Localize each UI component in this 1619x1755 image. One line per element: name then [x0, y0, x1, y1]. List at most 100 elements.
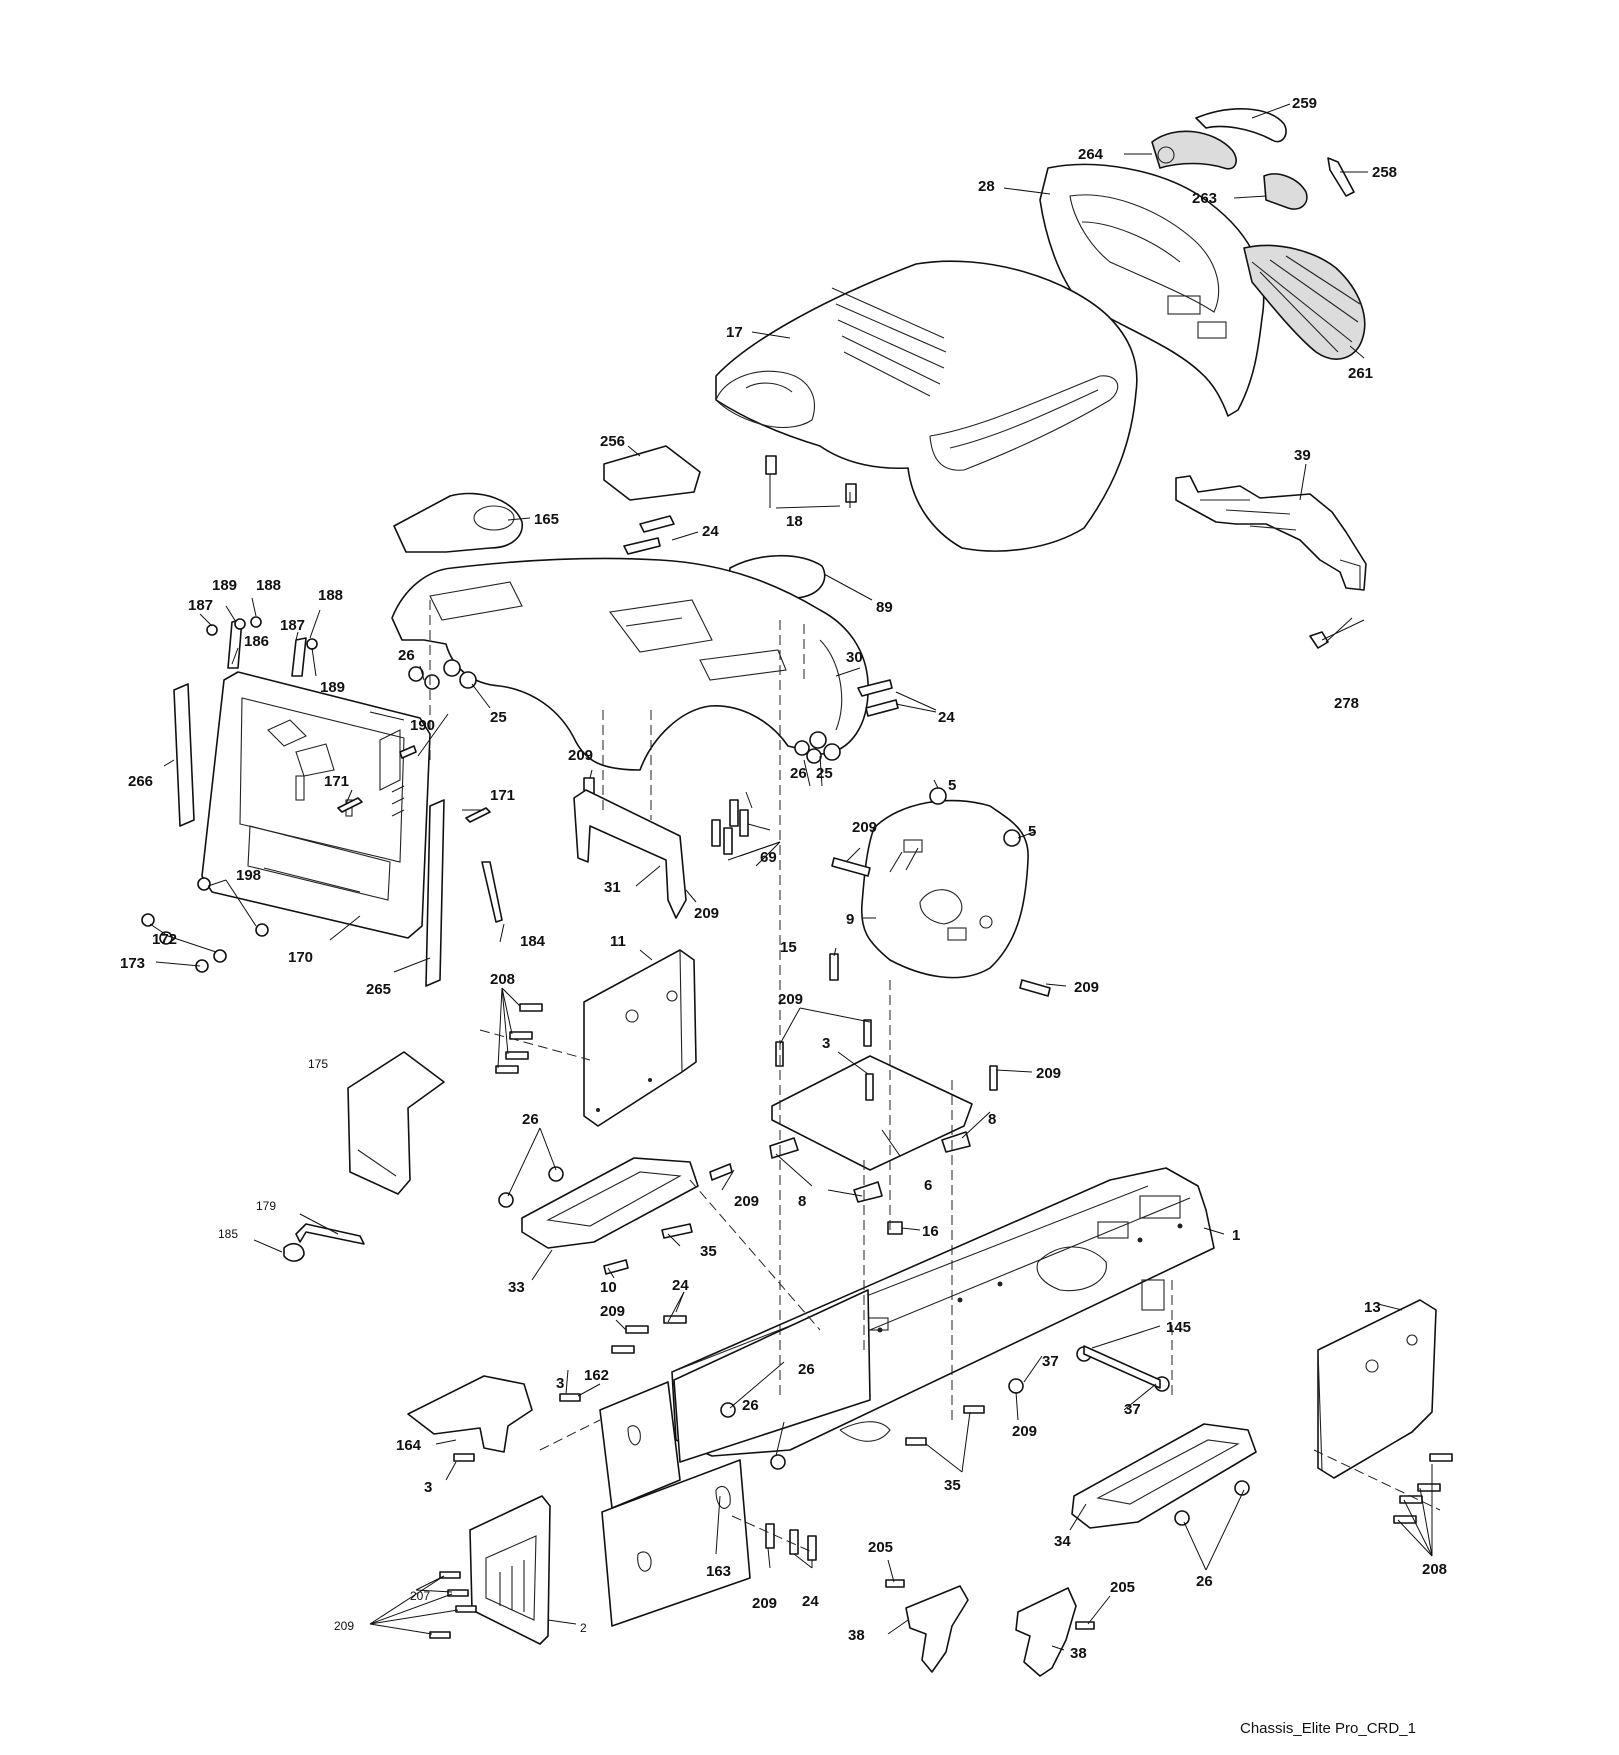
callout-264: 264	[1078, 146, 1104, 163]
callout-175: 175	[308, 1057, 328, 1071]
part-165-seat-pan	[393, 492, 523, 553]
part-18-pin	[845, 483, 857, 503]
part-164-bracket	[407, 1375, 533, 1453]
callout-11: 11	[610, 933, 626, 950]
part-13-rear-plate	[1317, 1299, 1437, 1479]
callout-24: 24	[672, 1277, 689, 1294]
part-209-bolts-lower	[429, 1571, 477, 1639]
callout-186: 186	[244, 633, 269, 650]
callout-25: 25	[490, 709, 507, 726]
part-9-cover-plate	[860, 799, 1029, 979]
callout-3: 3	[822, 1035, 830, 1052]
callout-30: 30	[846, 649, 863, 666]
callout-17: 17	[726, 324, 743, 341]
callout-15: 15	[780, 939, 797, 956]
callout-208: 208	[490, 971, 515, 988]
callout-209: 209	[600, 1303, 625, 1320]
part-38-bracket	[905, 1585, 969, 1673]
part-34-rear-footrest	[1071, 1423, 1257, 1529]
callout-190: 190	[410, 717, 435, 734]
callout-89: 89	[876, 599, 893, 616]
hood-assembly	[715, 108, 1366, 552]
callout-184: 184	[520, 933, 546, 950]
part-266-trim	[173, 683, 195, 827]
frame-hardware	[453, 1315, 1170, 1470]
callout-10: 10	[600, 1279, 617, 1296]
callout-69: 69	[760, 849, 777, 866]
callout-1: 1	[1232, 1227, 1240, 1244]
callout-259: 259	[1292, 95, 1317, 112]
part-278-screw	[1309, 631, 1329, 649]
callout-13: 13	[1364, 1299, 1381, 1316]
part-162-plate	[599, 1381, 681, 1509]
alignment-lines	[429, 600, 1441, 1553]
part-185-knob	[283, 1242, 305, 1262]
part-145-rod	[1083, 1345, 1161, 1389]
part-17-hood	[715, 260, 1138, 552]
callout-9: 9	[846, 911, 854, 928]
part-8-clip	[769, 1137, 799, 1159]
callout-187: 187	[188, 597, 213, 614]
part-15-bolt	[829, 953, 839, 981]
callout-2: 2	[580, 1621, 587, 1635]
callout-172: 172	[152, 931, 177, 948]
callout-24: 24	[938, 709, 955, 726]
part-18-pin	[765, 455, 777, 475]
diagram-caption: Chassis_Elite Pro_CRD_1	[1240, 1720, 1416, 1737]
callout-26: 26	[398, 647, 415, 664]
callout-33: 33	[508, 1279, 525, 1296]
part-208-bolts-rear	[1393, 1453, 1453, 1524]
callout-3: 3	[424, 1479, 432, 1496]
callout-258: 258	[1372, 164, 1397, 181]
callout-179: 179	[256, 1199, 276, 1213]
callout-209: 209	[752, 1595, 777, 1612]
callout-189: 189	[320, 679, 345, 696]
callout-208: 208	[1422, 1561, 1447, 1578]
callout-165: 165	[534, 511, 559, 528]
callout-26: 26	[742, 1397, 759, 1414]
part-208-bolts	[495, 1003, 543, 1074]
callout-37: 37	[1124, 1401, 1141, 1418]
callout-170: 170	[288, 949, 313, 966]
callout-39: 39	[1294, 447, 1311, 464]
callout-37: 37	[1042, 1353, 1059, 1370]
callout-8: 8	[798, 1193, 806, 1210]
callout-145: 145	[1166, 1319, 1191, 1336]
part-179-rod	[295, 1223, 365, 1245]
callout-16: 16	[922, 1223, 939, 1240]
callout-187: 187	[280, 617, 305, 634]
part-8-clip	[853, 1181, 883, 1203]
callout-185: 185	[218, 1227, 238, 1241]
callout-26: 26	[1196, 1573, 1213, 1590]
part-24-bolts-lower	[765, 1523, 817, 1561]
callout-256: 256	[600, 433, 625, 450]
part-6-floor-plate	[771, 1055, 973, 1171]
callout-26: 26	[522, 1111, 539, 1128]
callout-209: 209	[1012, 1423, 1037, 1440]
callout-8: 8	[988, 1111, 996, 1128]
callout-24: 24	[702, 523, 719, 540]
callout-162: 162	[584, 1367, 609, 1384]
callout-25: 25	[816, 765, 833, 782]
part-263-light	[1263, 173, 1308, 210]
callout-3: 3	[556, 1375, 564, 1392]
callout-5: 5	[1028, 823, 1036, 840]
callout-18: 18	[786, 513, 803, 530]
callout-209: 209	[1036, 1065, 1061, 1082]
callout-31: 31	[604, 879, 621, 896]
callout-38: 38	[848, 1627, 865, 1644]
callout-171: 171	[324, 773, 349, 790]
callout-205: 205	[868, 1539, 893, 1556]
part-2-front-bracket	[469, 1495, 551, 1645]
callout-278: 278	[1334, 695, 1359, 712]
part-175-shield	[347, 1051, 445, 1195]
callout-209: 209	[852, 819, 877, 836]
callout-209: 209	[1074, 979, 1099, 996]
callout-26: 26	[798, 1361, 815, 1378]
part-frame-side-plate	[673, 1289, 871, 1463]
callout-24: 24	[802, 1593, 819, 1610]
part-261-mesh-grille	[1243, 244, 1366, 360]
callout-labels: 259 264 258 28 263 17 261 256 39 18 165 …	[120, 95, 1447, 1662]
callout-198: 198	[236, 867, 261, 884]
